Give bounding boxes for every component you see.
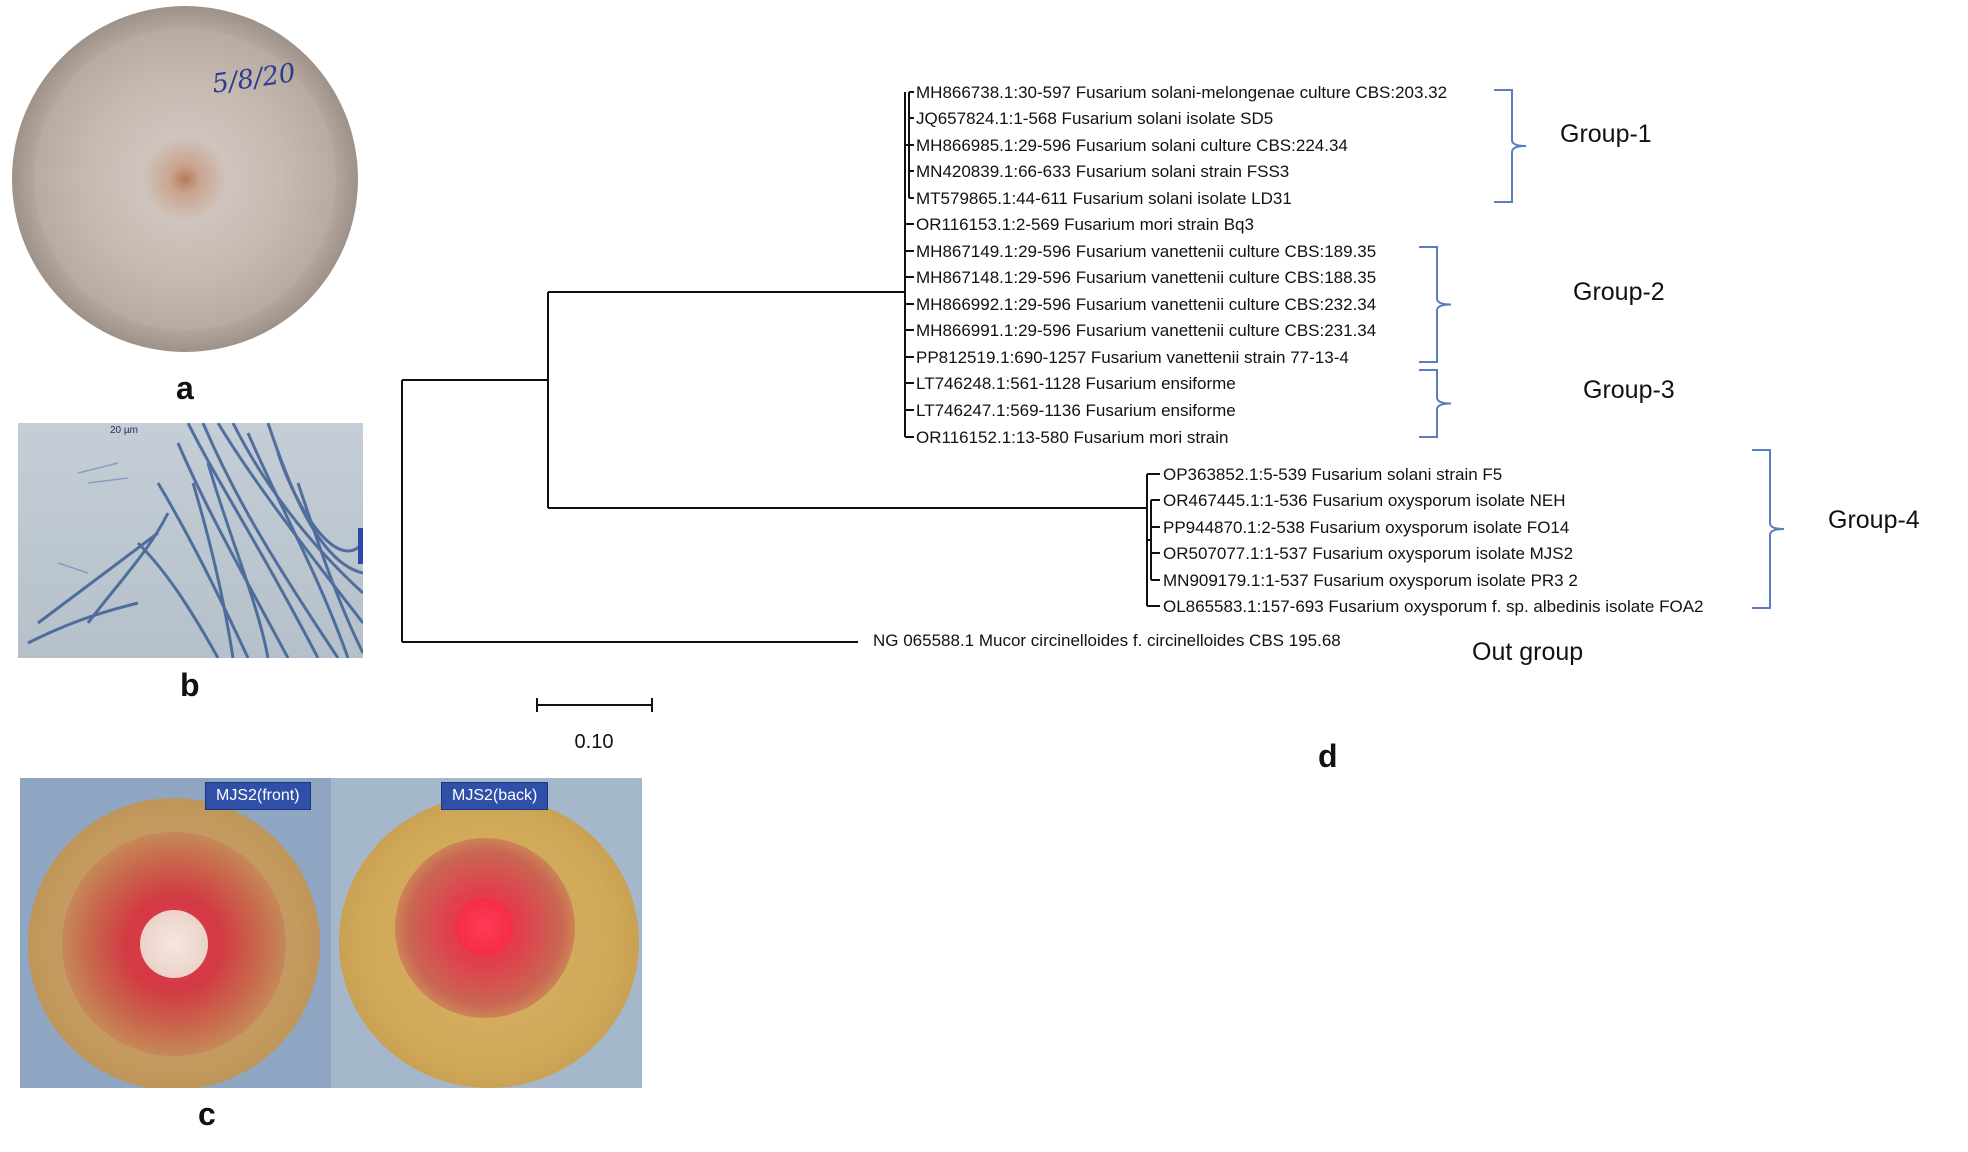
taxon-label: OR116153.1:2-569 Fusarium mori strain Bq… bbox=[916, 215, 1254, 234]
taxon-label: OR116152.1:13-580 Fusarium mori strain bbox=[916, 428, 1228, 447]
culture-plates-photo: MJS2(front) MJS2(back) bbox=[20, 778, 642, 1088]
group-label: Group-2 bbox=[1573, 278, 1665, 306]
group-label: Group-1 bbox=[1560, 120, 1652, 148]
taxon-label: MH867148.1:29-596 Fusarium vanettenii cu… bbox=[916, 268, 1376, 287]
taxon-label: LT746248.1:561-1128 Fusarium ensiforme bbox=[916, 374, 1236, 393]
group2-bracket bbox=[1419, 246, 1452, 363]
petri-dish-culture-photo: 5/8/20 bbox=[12, 6, 358, 352]
taxon-label: MH866738.1:30-597 Fusarium solani-melong… bbox=[916, 83, 1447, 102]
taxon-label: MH866991.1:29-596 Fusarium vanettenii cu… bbox=[916, 321, 1376, 340]
panel-label-b: b bbox=[180, 667, 200, 703]
group-label: Group-3 bbox=[1583, 376, 1675, 404]
microscopy-hyphae-photo: 20 µm bbox=[18, 423, 363, 658]
phylogenetic-tree: MH866738.1:30-597 Fusarium solani-melong… bbox=[401, 83, 1920, 753]
hyphae-strands bbox=[27, 423, 363, 658]
taxon-label: NG 065588.1 Mucor circinelloides f. circ… bbox=[873, 631, 1341, 650]
taxon-label: MT579865.1:44-611 Fusarium solani isolat… bbox=[916, 189, 1292, 208]
taxon-label: OR467445.1:1-536 Fusarium oxysporum isol… bbox=[1163, 491, 1566, 510]
group3-bracket bbox=[1419, 369, 1452, 438]
taxon-label: MH867149.1:29-596 Fusarium vanettenii cu… bbox=[916, 242, 1376, 261]
group1-bracket bbox=[1494, 89, 1527, 203]
taxon-label: JQ657824.1:1-568 Fusarium solani isolate… bbox=[916, 109, 1273, 128]
taxon-label: PP944870.1:2-538 Fusarium oxysporum isol… bbox=[1163, 518, 1569, 537]
plate-front-tag: MJS2(front) bbox=[205, 782, 311, 810]
plate-front-colony bbox=[140, 910, 208, 978]
taxon-label: OP363852.1:5-539 Fusarium solani strain … bbox=[1163, 465, 1502, 484]
panel-label-a: a bbox=[176, 370, 194, 406]
plate-back-tag: MJS2(back) bbox=[441, 782, 549, 810]
image-edge-marker bbox=[358, 528, 363, 564]
taxon-label: LT746247.1:569-1136 Fusarium ensiforme bbox=[916, 401, 1236, 420]
taxon-label: OR507077.1:1-537 Fusarium oxysporum isol… bbox=[1163, 544, 1573, 563]
taxon-label: PP812519.1:690-1257 Fusarium vanettenii … bbox=[916, 348, 1349, 367]
plate-back: MJS2(back) bbox=[331, 778, 642, 1088]
group-label: Out group bbox=[1472, 638, 1583, 666]
group-label: Group-4 bbox=[1828, 506, 1920, 534]
taxon-label: OL865583.1:157-693 Fusarium oxysporum f.… bbox=[1163, 597, 1704, 616]
plate-back-colony bbox=[455, 898, 513, 956]
microscopy-scale-bar: 20 µm bbox=[110, 425, 138, 436]
taxon-label: MN420839.1:66-633 Fusarium solani strain… bbox=[916, 162, 1289, 181]
panel-label-c: c bbox=[198, 1096, 216, 1132]
panel-label-d: d bbox=[1318, 738, 1338, 774]
taxon-label: MN909179.1:1-537 Fusarium oxysporum isol… bbox=[1163, 571, 1578, 590]
fungal-colony bbox=[34, 28, 336, 330]
group4-bracket bbox=[1752, 449, 1785, 609]
taxon-label: MH866985.1:29-596 Fusarium solani cultur… bbox=[916, 136, 1348, 155]
scale-bar-label: 0.10 bbox=[575, 731, 614, 753]
plate-front: MJS2(front) bbox=[20, 778, 331, 1088]
taxon-label: MH866992.1:29-596 Fusarium vanettenii cu… bbox=[916, 295, 1376, 314]
